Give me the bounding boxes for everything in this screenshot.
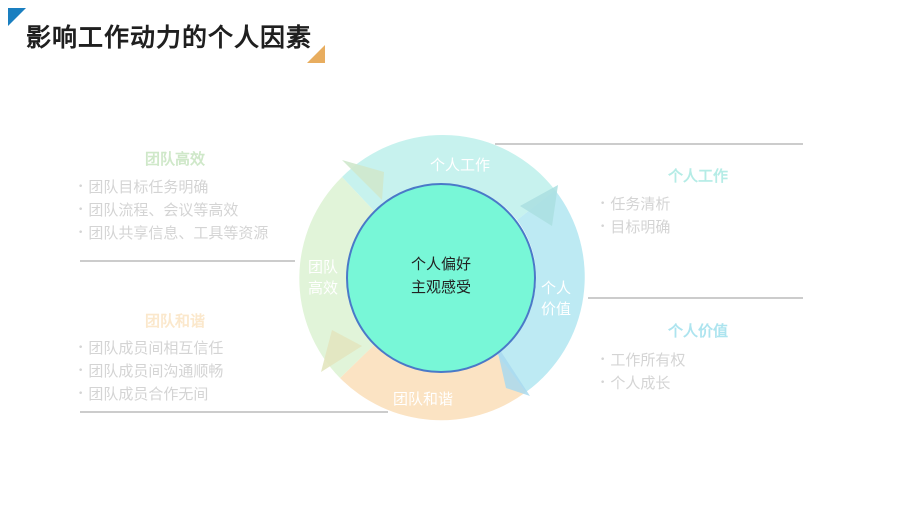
section-title-team-efficiency: 团队高效 (145, 150, 206, 168)
segment-personal-value (497, 190, 585, 392)
center-label-line2: 主观感受 (410, 278, 471, 296)
section-title-personal-work: 个人工作 (668, 167, 729, 185)
list-item: 团队成员间相互信任 (78, 337, 223, 360)
center-circle (346, 183, 536, 373)
list-item: 团队成员合作无间 (78, 383, 223, 406)
center-label-line1: 个人偏好 (410, 255, 471, 273)
list-item: 工作所有权 (600, 349, 685, 372)
corner-accent-orange (307, 45, 325, 63)
arrow-pointer-work (342, 160, 384, 200)
list-personal-work: 任务清析 目标明确 (600, 193, 670, 239)
list-item: 团队目标任务明确 (78, 176, 268, 199)
segment-personal-work (342, 135, 555, 220)
arrow-pointer-value (520, 185, 558, 226)
segment-team-efficiency (299, 177, 375, 378)
corner-accent-blue (8, 8, 26, 26)
section-title-personal-value: 个人价值 (668, 322, 729, 340)
page-title: 影响工作动力的个人因素 (26, 23, 313, 52)
arrow-pointer-harmony (496, 344, 530, 396)
segment-label-value-line2: 价值 (540, 300, 571, 318)
list-team-efficiency: 团队目标任务明确 团队流程、会议等高效 团队共享信息、工具等资源 (78, 176, 268, 245)
list-item: 任务清析 (600, 193, 670, 216)
segment-label-efficiency: 团队 高效 (298, 257, 348, 299)
list-team-harmony: 团队成员间相互信任 团队成员间沟通顺畅 团队成员合作无间 (78, 337, 223, 406)
list-item: 团队成员间沟通顺畅 (78, 360, 223, 383)
list-item: 团队共享信息、工具等资源 (78, 222, 268, 245)
list-item: 团队流程、会议等高效 (78, 199, 268, 222)
segment-label-work: 个人工作 (429, 156, 490, 174)
arrow-pointer-efficiency (321, 330, 362, 372)
segment-label-efficiency-line2: 高效 (307, 279, 338, 297)
segment-label-efficiency-line1: 团队 (307, 258, 338, 276)
segment-team-harmony (340, 345, 526, 421)
list-personal-value: 工作所有权 个人成长 (600, 349, 685, 395)
section-title-team-harmony: 团队和谐 (145, 312, 206, 330)
list-item: 目标明确 (600, 216, 670, 239)
segment-label-value: 个人 价值 (530, 278, 582, 320)
center-label: 个人偏好 主观感受 (391, 253, 491, 299)
segment-label-value-line1: 个人 (540, 279, 571, 297)
segment-label-harmony: 团队和谐 (392, 390, 453, 408)
list-item: 个人成长 (600, 372, 685, 395)
